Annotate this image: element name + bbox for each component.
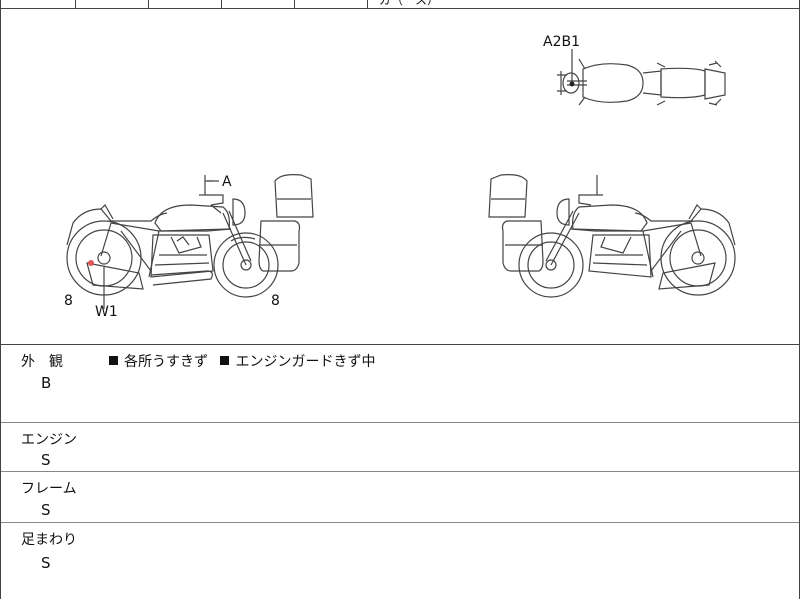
section-notes: 各所うすきず エンジンガードきず中 <box>109 351 383 371</box>
header-cell <box>222 0 295 8</box>
section-exterior: 外 観 B 各所うすきず エンジンガードきず中 <box>1 345 799 423</box>
section-suspension: 足まわり S <box>1 523 799 599</box>
section-label: 足まわり <box>21 532 77 548</box>
section-label: エンジン <box>21 432 77 448</box>
header-clipped-text: ガ（一ス） <box>379 0 440 7</box>
header-cell <box>295 0 368 8</box>
section-grade: B <box>41 374 52 392</box>
motorcycle-top-view <box>557 58 726 106</box>
label-front-wheel-8: 8 <box>64 293 73 309</box>
header-table-strip: ガ（一ス） <box>1 0 799 9</box>
motorcycle-diagrams-svg <box>66 49 736 309</box>
section-engine: エンジン S <box>1 423 799 472</box>
section-label: 外 観 <box>21 354 63 370</box>
section-grade: S <box>41 501 51 519</box>
section-grade: S <box>41 554 51 572</box>
section-frame: フレーム S <box>1 472 799 523</box>
damage-marker-a2b1 <box>569 81 575 87</box>
header-cell <box>1 0 76 8</box>
bullet-square-icon <box>220 356 230 365</box>
note-item: エンジンガードきず中 <box>220 354 375 370</box>
damage-diagram: A2B1 A 8 8 W1 <box>1 9 799 345</box>
label-a: A <box>222 174 232 190</box>
damage-marker-w1 <box>88 260 94 266</box>
note-item: 各所うすきず <box>109 354 208 370</box>
section-grade: S <box>41 451 51 469</box>
header-cell <box>149 0 222 8</box>
bullet-square-icon <box>109 356 118 365</box>
label-w1: W1 <box>95 304 118 320</box>
motorcycle-left-side-view <box>66 174 314 298</box>
label-rear-wheel-8: 8 <box>271 293 280 309</box>
motorcycle-right-side-view <box>488 174 736 298</box>
header-cell <box>76 0 149 8</box>
section-label: フレーム <box>21 481 77 497</box>
label-a2b1: A2B1 <box>543 34 580 50</box>
